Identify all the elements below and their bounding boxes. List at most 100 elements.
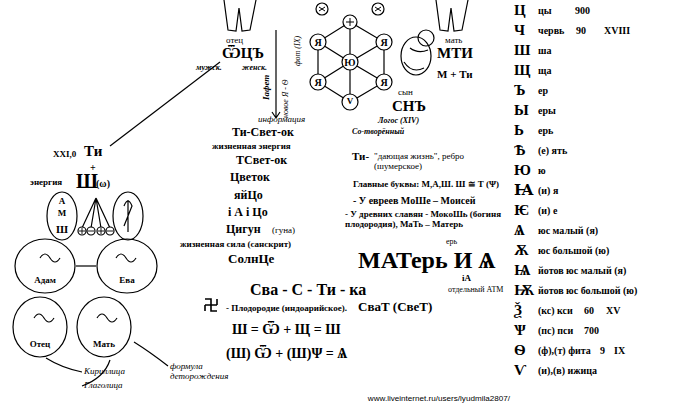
cube-lines (318, 22, 384, 102)
letter-table-cell: Ѥ (514, 202, 529, 219)
annotation-text: XXI,0 (53, 150, 76, 160)
letter-table-cell: йотов юс большой (ю) (538, 285, 637, 296)
annotation-text: - Плодородие (индоарийское). (226, 304, 347, 314)
letter-table-cell: Ш (514, 42, 530, 59)
annotation-text: отдельный АТМ (448, 286, 503, 295)
letter-table-cell: (е) ять (538, 145, 567, 156)
annotation-text: ерь (446, 238, 457, 247)
letter-table-cell: ер (538, 85, 548, 96)
annotation-text: сын (398, 88, 413, 98)
annotation-text: V (347, 97, 354, 107)
node-label: Ева (119, 276, 134, 286)
letter-table-cell: юс малый (я) (538, 225, 598, 236)
oval-node: Ева (96, 238, 158, 294)
letter-table-cell: Ѫ (514, 242, 529, 259)
annotation-text: фот (IX) (294, 36, 303, 66)
oval-letters (47, 192, 77, 240)
oval-node: Адам (14, 238, 76, 294)
letter-table-cell: ща (538, 65, 551, 76)
annotation-text: жизненная сила (санскрит) (180, 240, 291, 250)
annotation-text: ТСвет-ок (236, 154, 287, 167)
annotation-text: ѾЦЪ (222, 45, 264, 62)
annotation-text: Ти-Свет-ок (232, 126, 294, 139)
annotation-text: Глаголица (84, 381, 123, 391)
letter-table-cell: Ѩ (514, 262, 530, 279)
annotation-text: МАТерь И Ѧ (358, 247, 496, 273)
letter-table-cell: Ѧ (514, 222, 525, 239)
annotation-text: Цигун (226, 223, 261, 236)
annotation-text: мать (445, 36, 462, 46)
letter-table-cell: йотов юс малый (я) (538, 265, 626, 276)
annotation-text: яйЦо (234, 189, 263, 202)
letter-table-cell: 60 (584, 305, 594, 316)
annotation-text: і А і Цо (228, 206, 268, 219)
letter-table-cell: Щ (514, 62, 530, 79)
letter-table-cell: (и) е (538, 205, 557, 216)
letter-table-cell: (ф),(т) фита (538, 345, 591, 356)
annotation-text: Ти (84, 143, 102, 160)
letter-table-cell: (кс) кси (538, 305, 573, 316)
annotation-text: СваТ (СвеТ) (358, 300, 432, 314)
annotation-text: мужск. (196, 64, 222, 73)
annotation-text: Ш (56, 223, 68, 235)
oval-outline (14, 238, 76, 294)
letter-table-cell: Ю (514, 162, 531, 179)
annotation-text: М (58, 209, 67, 219)
letter-table-cell: IX (614, 345, 625, 356)
annotation-text: новое Я - Ѳ (282, 79, 291, 118)
node-label: Отец (30, 340, 51, 350)
letter-table-cell: Ѯ (514, 302, 522, 319)
letter-table-cell: ша (538, 45, 551, 56)
annotation-text: СНЪ (392, 98, 426, 115)
annotation-text: Я (380, 37, 387, 48)
annotation-text: Сва - С - Ти - ка (250, 281, 366, 299)
letter-table-cell: Ꙗ (514, 182, 533, 199)
letter-table-cell: Ѱ (514, 322, 526, 339)
annotation-text: энергия (30, 178, 62, 188)
letter-table-cell: XVIII (604, 25, 630, 36)
swastika-symbol (205, 299, 217, 311)
annotation-text: іА (462, 274, 471, 284)
annotation-text: Кириллица (84, 367, 125, 377)
annotation-text: "дающая жизнь", ребро (шумерское) (374, 152, 494, 172)
letter-table-cell: Ѣ (514, 142, 525, 159)
letter-table-cell: (пс) пси (538, 325, 573, 336)
letter-table-cell: червь (538, 25, 564, 36)
letter-table-cell: (и),(в) ижица (538, 365, 597, 376)
annotation-text: Ю (344, 57, 355, 68)
letter-table-cell: Ъ (514, 82, 525, 99)
letter-table-cell: цы (538, 5, 552, 16)
oval-node: Мать (76, 296, 132, 358)
annotation-text: формула деторождения (170, 362, 242, 382)
annotation-text: Ш (76, 170, 98, 192)
annotation-text: жизненная энергия (212, 142, 291, 152)
letter-table-cell: 900 (575, 5, 590, 16)
annotation-text: Іафет (262, 75, 272, 100)
connector-line (76, 265, 96, 266)
annotation-text: - У евреев МоШе – Моисей (353, 195, 475, 206)
node-label: Мать (93, 340, 115, 350)
letter-table-cell: юс большой (ю) (538, 245, 609, 256)
letter-table-cell: Ч (514, 22, 525, 39)
node-label: Адам (34, 276, 56, 286)
letter-table-cell: еры (538, 105, 556, 116)
letter-table-cell: 700 (584, 325, 599, 336)
watermark: www.liveinternet.ru/users/lyudmila2807/ (368, 395, 510, 404)
annotation-text: СолнЦе (228, 252, 274, 266)
letter-table-cell: 9 (600, 345, 605, 356)
annotation-text: (ω) (96, 178, 110, 189)
fetus (401, 37, 431, 75)
oval-figure (113, 192, 143, 240)
letter-table-cell: Ь (514, 122, 524, 139)
letter-table-cell: (и) я (538, 185, 558, 196)
annotation-text: информация (258, 115, 305, 125)
letter-table-cell: Ѳ (514, 342, 526, 359)
figure-mother (436, 0, 468, 31)
letter-table-cell: Ѭ (514, 282, 534, 299)
letter-table-cell: 90 (576, 25, 586, 36)
letter-table-cell: Ц (514, 2, 526, 19)
annotation-text: МТИ (437, 45, 473, 62)
annotation-text: (гуна) (272, 226, 295, 236)
oval-outline (96, 238, 158, 294)
